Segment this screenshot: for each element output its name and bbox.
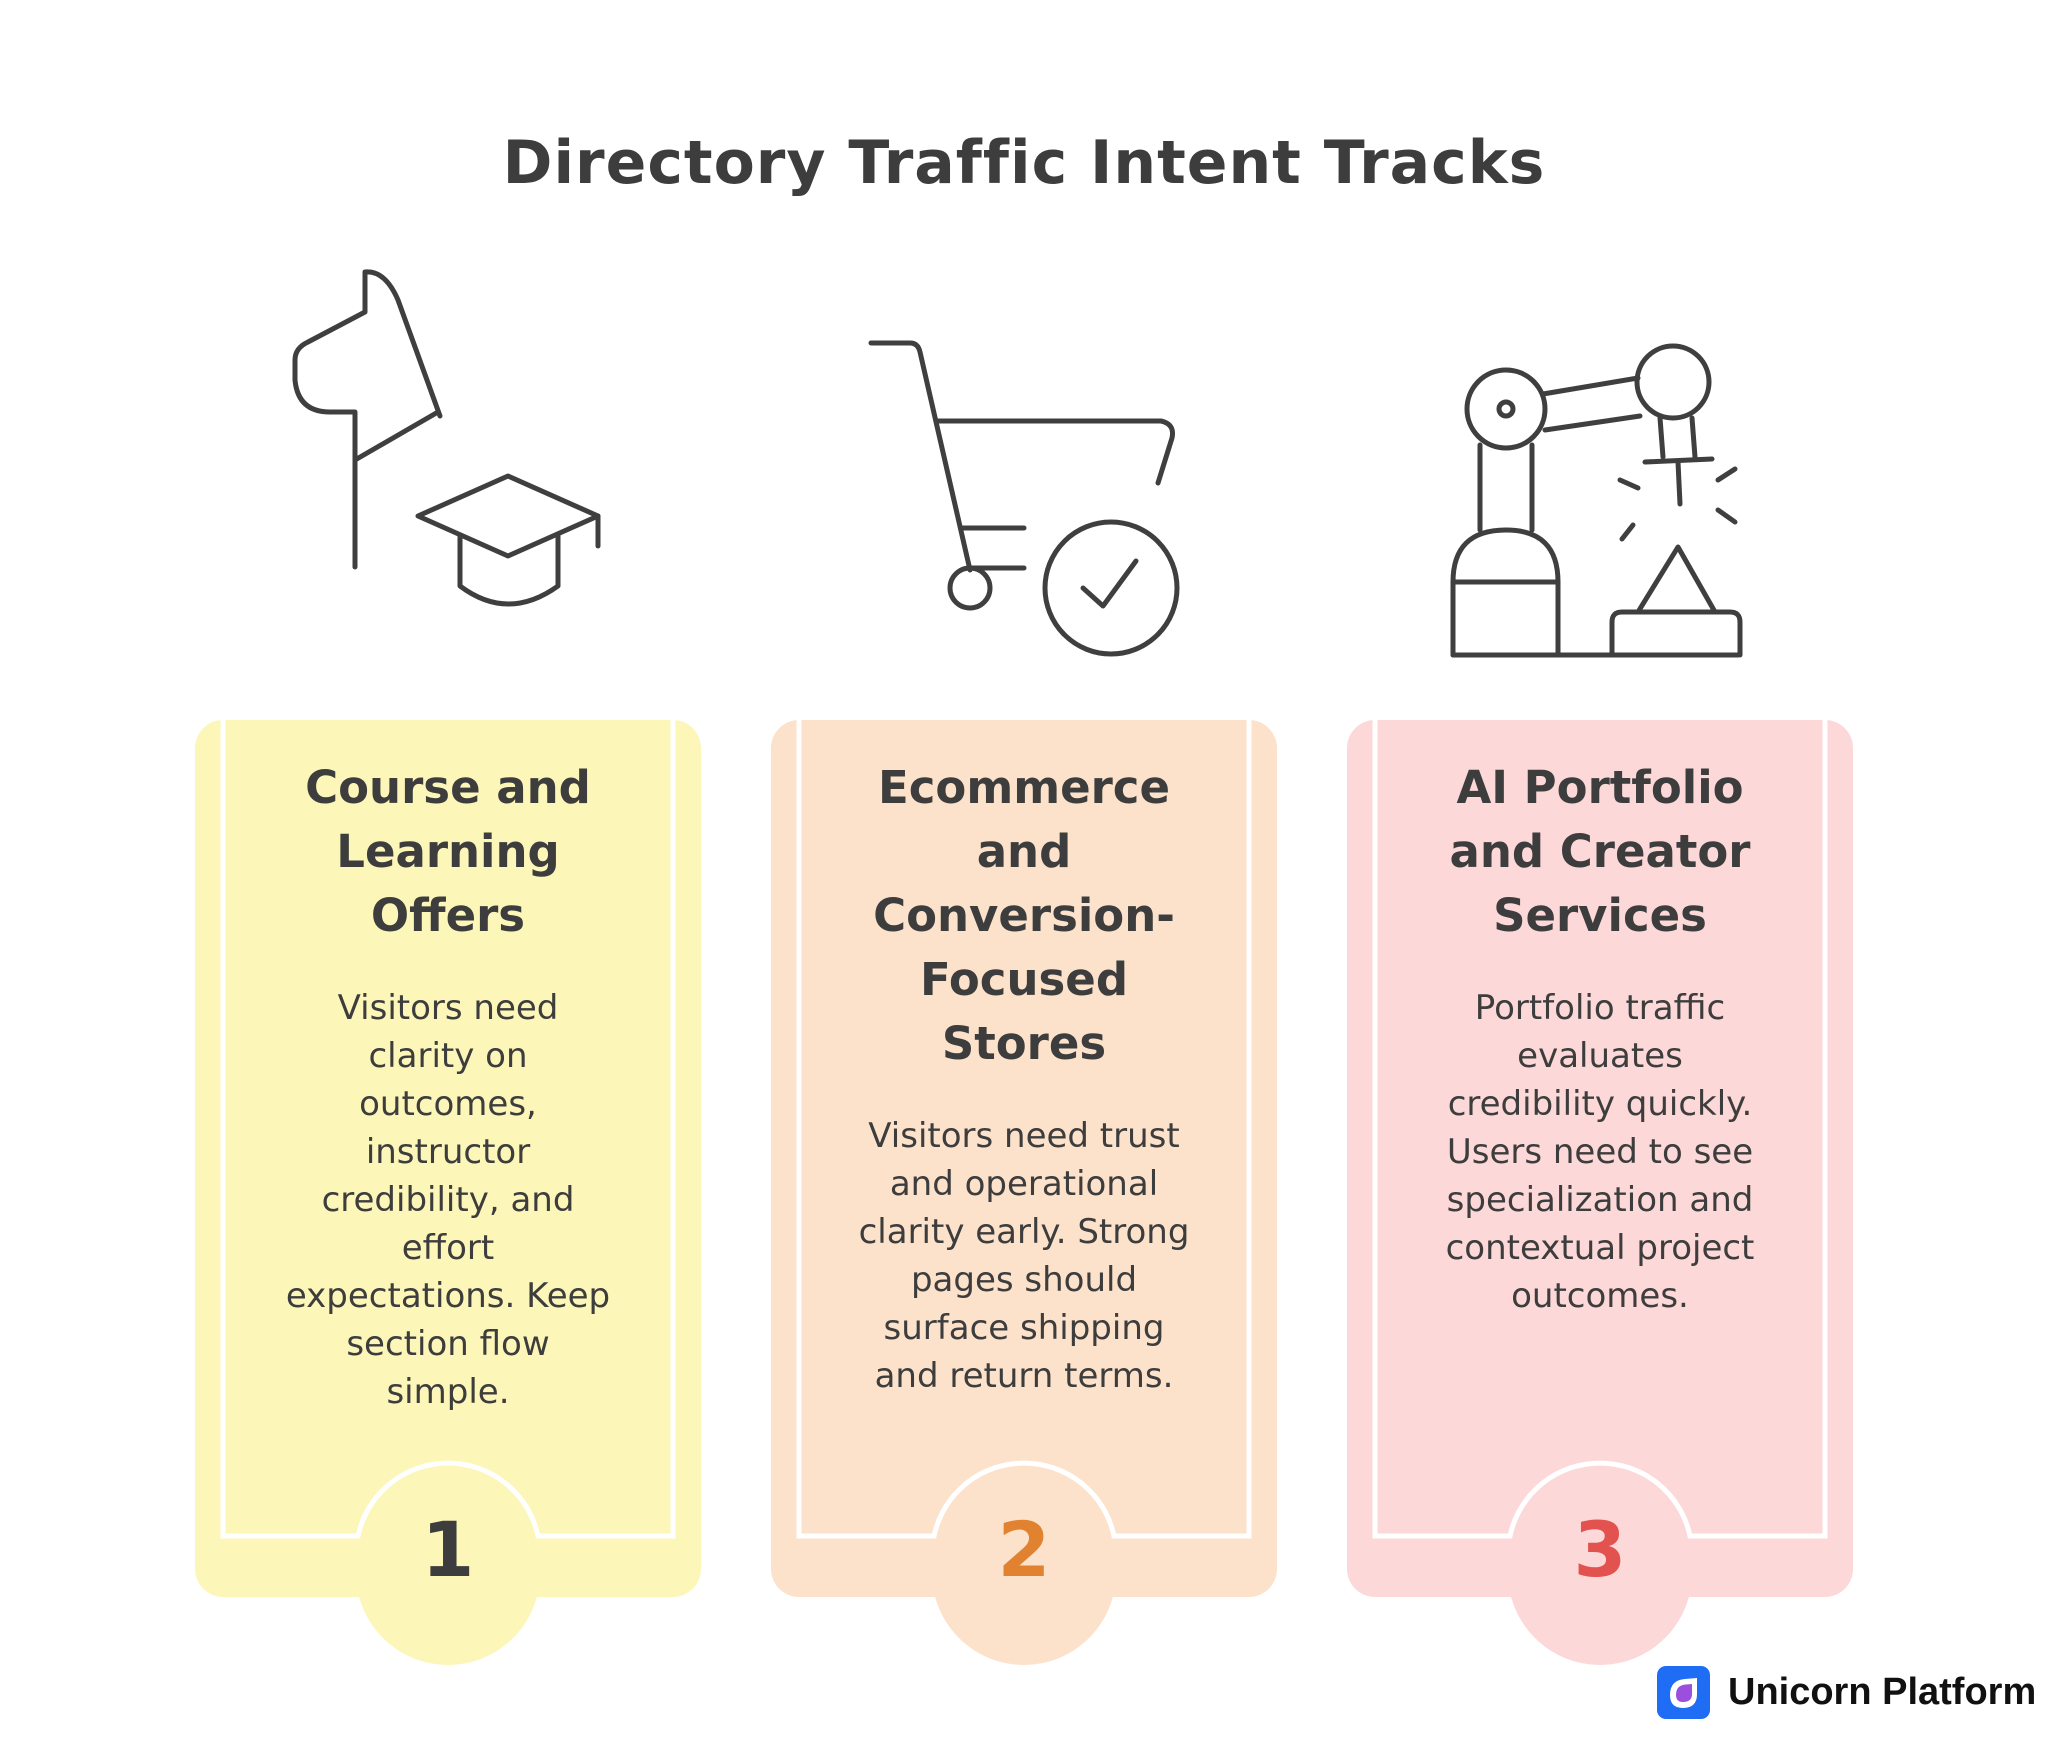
knight-and-graduation-cap-icon	[290, 269, 610, 660]
card-frame-line	[220, 720, 676, 1539]
card-frame-line	[1372, 720, 1828, 1539]
page-title: Directory Traffic Intent Tracks	[502, 128, 1546, 198]
step-number: 2	[997, 1505, 1051, 1594]
brand-name: Unicorn Platform	[1728, 1670, 2037, 1713]
card-frame-line	[796, 720, 1252, 1539]
robotic-arm-icon	[1450, 342, 1750, 658]
unicorn-platform-logo-icon	[1657, 1665, 1710, 1719]
card-background	[771, 720, 1277, 1597]
brand-logo: Unicorn Platform	[1657, 1665, 2036, 1719]
step-number-badge	[356, 1481, 540, 1665]
step-number: 3	[1573, 1505, 1627, 1594]
shopping-cart-check-icon	[868, 338, 1188, 658]
card-background	[195, 720, 701, 1597]
card-background	[1347, 720, 1853, 1597]
step-number-badge	[1508, 1481, 1692, 1665]
step-number: 1	[421, 1505, 475, 1594]
step-number-badge	[932, 1481, 1116, 1665]
